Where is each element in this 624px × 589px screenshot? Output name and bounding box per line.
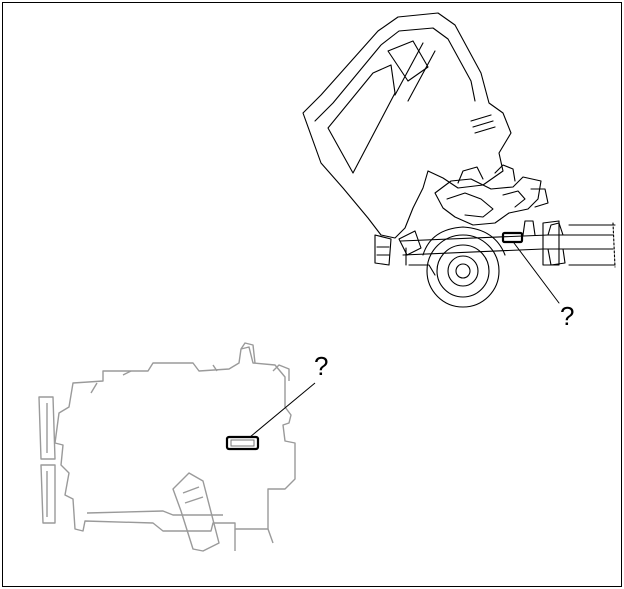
engine-label-location (225, 435, 260, 451)
chassis-label-location (501, 231, 524, 244)
engine-bay (434, 176, 542, 226)
front-wheel (422, 226, 506, 308)
callout-mark-engine: ? (314, 351, 329, 381)
callout-mark-chassis: ? (560, 301, 575, 331)
cab-grille (470, 114, 496, 134)
engine-radiator (38, 396, 56, 460)
leader-line-2 (249, 382, 316, 438)
cab-rear-window (387, 40, 429, 82)
engine-transmission (172, 472, 220, 552)
diagram-canvas (38, 12, 616, 552)
engine-illustration (38, 342, 296, 552)
cab-side-window (327, 64, 396, 174)
engine-block (54, 346, 296, 532)
truck-illustration (302, 12, 616, 308)
leader-line-1 (513, 242, 560, 304)
